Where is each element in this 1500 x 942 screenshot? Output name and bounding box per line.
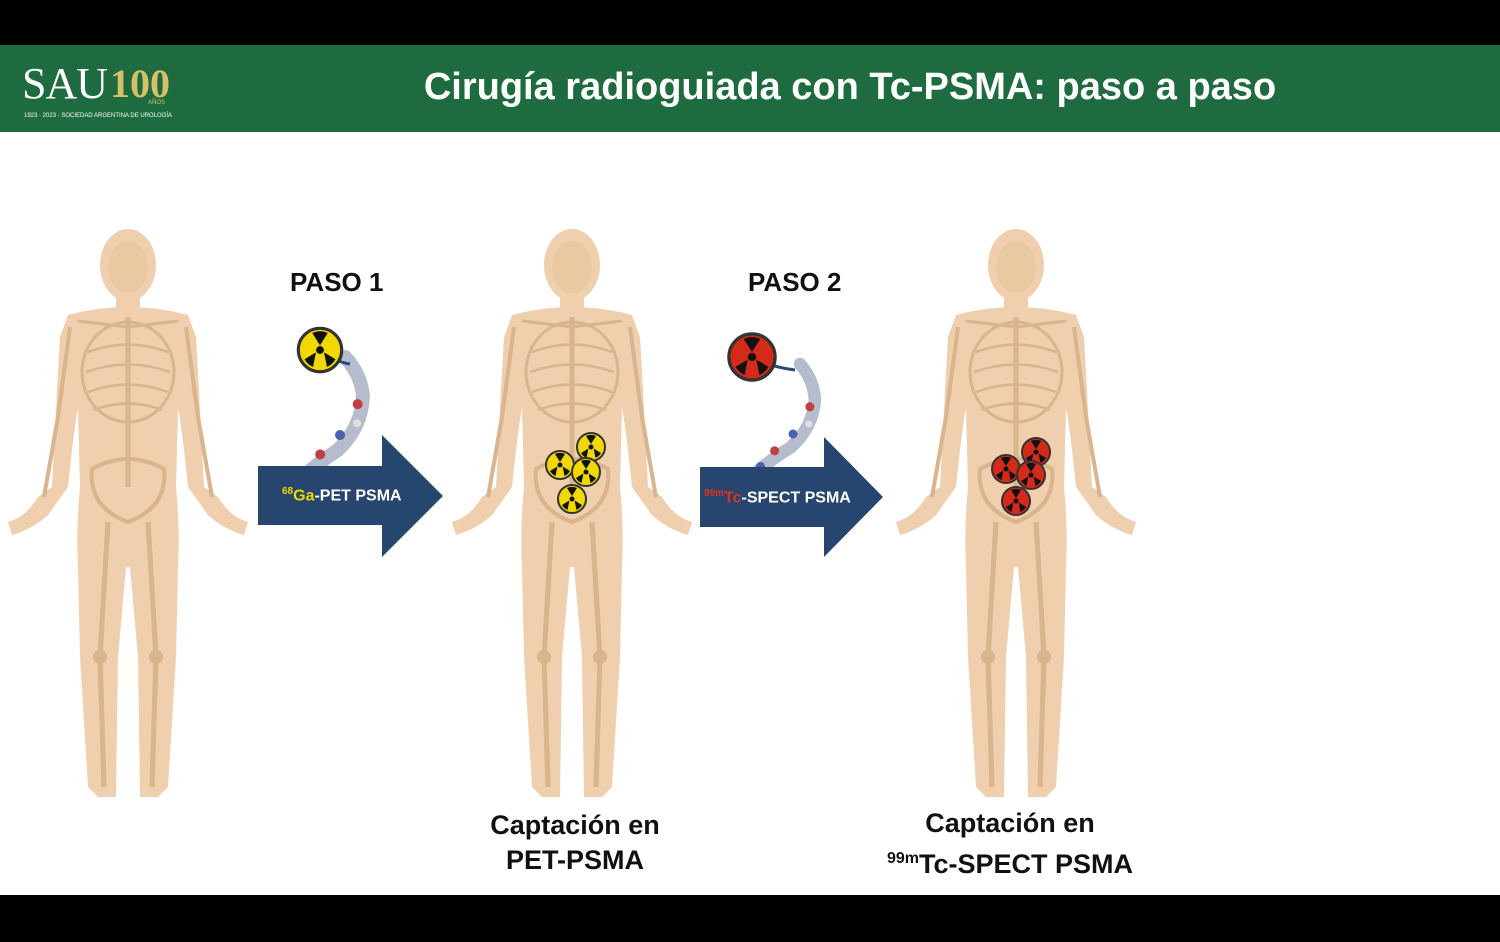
top-letterbox bbox=[0, 0, 1500, 45]
step2-arrow-text: 99mTc-SPECT PSMA bbox=[704, 488, 851, 507]
pet-caption-line1: Captación en bbox=[490, 810, 660, 840]
sau-100-logo: SAU 100 AÑOS 1923 · 2023 · SOCIEDAD ARGE… bbox=[18, 58, 188, 128]
step2-arrow bbox=[700, 437, 883, 557]
logo-sau-text: SAU bbox=[22, 59, 108, 108]
logo-100-text: 100 bbox=[110, 61, 170, 106]
human-skeleton-figure-1 bbox=[8, 229, 248, 797]
spect-caption-isotope: 99m bbox=[886, 850, 919, 867]
uptake-yellow-4 bbox=[557, 484, 587, 514]
radiation-yellow-icon bbox=[296, 326, 344, 374]
step2-element: Tc bbox=[724, 489, 742, 507]
step2-isotope: 99m bbox=[704, 488, 725, 499]
logo-subtitle: 1923 · 2023 · SOCIEDAD ARGENTINA DE UROL… bbox=[24, 113, 173, 119]
spect-caption-line2: Tc-SPECT PSMA bbox=[919, 849, 1134, 879]
pet-caption: Captación en PET-PSMA bbox=[440, 808, 710, 878]
slide-content bbox=[0, 132, 1500, 895]
diagram-canvas bbox=[0, 132, 1500, 895]
bottom-letterbox bbox=[0, 895, 1500, 942]
slide-title: Cirugía radioguiada con Tc-PSMA: paso a … bbox=[423, 66, 1277, 108]
step1-method: -PET PSMA bbox=[314, 487, 402, 505]
logo-anos-text: AÑOS bbox=[148, 100, 166, 106]
uptake-yellow-1 bbox=[576, 432, 606, 462]
step1-arrow bbox=[258, 435, 443, 557]
header-bar bbox=[0, 45, 1500, 132]
molecule-icon-2 bbox=[754, 363, 832, 485]
step1-label: PASO 1 bbox=[290, 267, 384, 297]
uptake-red-4 bbox=[1001, 486, 1031, 516]
uptake-red-2 bbox=[991, 454, 1021, 484]
spect-caption: Captación en 99mTc-SPECT PSMA bbox=[860, 806, 1160, 882]
spect-caption-line1: Captación en bbox=[925, 808, 1095, 838]
uptake-red-3 bbox=[1016, 460, 1046, 490]
radiation-red-icon bbox=[727, 332, 777, 382]
step2-label: PASO 2 bbox=[748, 267, 842, 297]
uptake-yellow-3 bbox=[571, 457, 601, 487]
step2-method: -SPECT PSMA bbox=[741, 489, 851, 507]
uptake-yellow-2 bbox=[545, 450, 575, 480]
step1-arrow-text: 68Ga-PET PSMA bbox=[282, 486, 402, 505]
pet-caption-line2: PET-PSMA bbox=[505, 845, 645, 875]
spect-caption-line2-wrap: 99mTc-SPECT PSMA bbox=[860, 841, 1160, 882]
step1-element: Ga bbox=[293, 487, 315, 505]
step1-isotope: 68 bbox=[282, 486, 294, 497]
